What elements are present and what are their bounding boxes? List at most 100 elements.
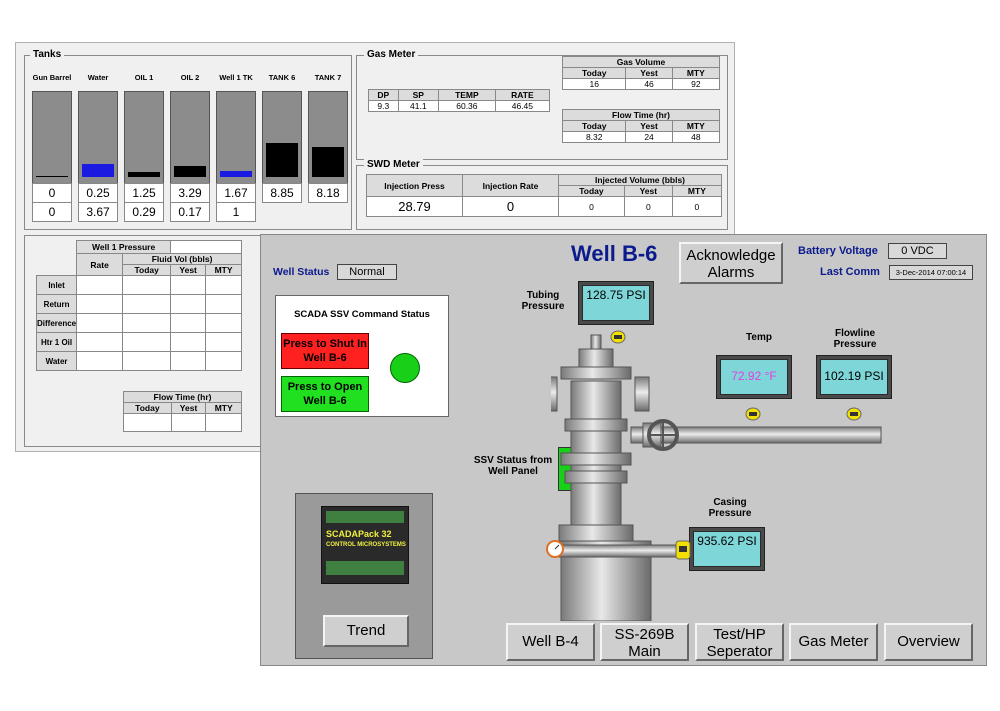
tank-label: Gun Barrel	[32, 73, 72, 82]
temp-value: 72.92 °F	[720, 359, 788, 395]
last-comm-label: Last Comm	[820, 266, 880, 278]
flow-time-value: 24	[625, 131, 673, 143]
injected-yest: 0	[623, 196, 673, 217]
gas-meter-header: TEMP	[438, 89, 496, 101]
gas-volume-title: Gas Volume	[562, 56, 720, 68]
casing-alarm-icon[interactable]	[675, 540, 691, 560]
well1-flow-time-header: Yest	[170, 402, 207, 414]
well1-cell	[122, 275, 172, 295]
injection-rate-value: 0	[462, 196, 559, 217]
well1-cell	[170, 332, 207, 352]
trend-button[interactable]: Trend	[323, 615, 409, 647]
well-status-label: Well Status	[273, 266, 330, 278]
tank-label: Water	[87, 73, 109, 82]
tank-value-1: 1.25	[124, 183, 164, 203]
well1-cell	[170, 313, 207, 333]
gas-meter-header: DP	[368, 89, 399, 101]
well1-cell	[170, 275, 207, 295]
tank-value-2: 1	[216, 202, 256, 222]
well1-cell	[122, 332, 172, 352]
injection-press-value: 28.79	[366, 196, 463, 217]
flow-time-header: Yest	[625, 120, 673, 132]
well-hmi-panel: Well B-6 Acknowledge Alarms Battery Volt…	[260, 234, 987, 666]
fluid-vol-subheader: MTY	[205, 264, 242, 276]
table-row: Water	[35, 351, 242, 371]
tanks-group	[24, 55, 352, 230]
tank-level-fill	[312, 147, 344, 177]
well-status-value: Normal	[337, 264, 397, 280]
ssv-command-box: SCADA SSV Command Status Press to Shut I…	[275, 295, 449, 417]
injection-rate-label: Injection Rate	[462, 174, 559, 197]
pressure-dial-icon	[546, 540, 564, 558]
well1-cell	[76, 332, 124, 352]
tank-value-2: 3.67	[78, 202, 118, 222]
swd-meter-group	[356, 165, 728, 230]
well1-cell	[205, 313, 242, 333]
well1-cell	[76, 313, 124, 333]
flow-time-header: Today	[561, 120, 627, 132]
well1-flow-time-header: Today	[123, 402, 172, 414]
flow-time-value: 48	[671, 131, 721, 143]
tank-value-2: 0.17	[170, 202, 210, 222]
tank-level-fill	[220, 171, 252, 177]
injected-mty: 0	[671, 196, 723, 217]
tank-gauge	[32, 91, 72, 186]
tank-level-fill	[174, 166, 206, 177]
flow-time-header: MTY	[671, 120, 721, 132]
flowline-pressure-gauge: 102.19 PSI	[816, 355, 892, 399]
tank-gauge	[216, 91, 256, 186]
well1-row-label: Water	[35, 351, 78, 371]
tank-gauge	[78, 91, 118, 186]
tanks-title: Tanks	[30, 49, 65, 60]
nav-ss269b-main-button[interactable]: SS-269B Main	[600, 623, 689, 661]
gas-meter-value: 46.45	[494, 100, 551, 112]
flowline-alarm-icon[interactable]	[846, 407, 862, 421]
tank-level-fill	[266, 143, 298, 177]
gas-volume-value: 16	[561, 78, 627, 90]
tubing-pressure-gauge: 128.75 PSI	[578, 281, 654, 325]
fluid-vol-label: Fluid Vol (bbls)	[122, 253, 242, 265]
page-title: Well B-6	[571, 241, 658, 266]
well1-cell	[122, 351, 172, 371]
table-row: Inlet	[35, 275, 242, 295]
nav-overview-button[interactable]: Overview	[884, 623, 973, 661]
last-comm-value: 3-Dec-2014 07:00:14	[889, 265, 973, 280]
temp-alarm-icon[interactable]	[745, 407, 761, 421]
well1-cell	[122, 294, 172, 314]
nav-gas-meter-button[interactable]: Gas Meter	[789, 623, 878, 661]
injection-press-label: Injection Press	[366, 174, 463, 197]
fluid-vol-subheader: Today	[122, 264, 172, 276]
tank-value-1: 0	[32, 183, 72, 203]
open-well-button[interactable]: Press to Open Well B-6	[281, 376, 369, 412]
gas-volume-header: MTY	[671, 67, 721, 79]
tubing-alarm-icon[interactable]	[610, 330, 626, 344]
table-row: Return	[35, 294, 242, 314]
tank-gauge	[170, 91, 210, 186]
shut-in-well-button[interactable]: Press to Shut In Well B-6	[281, 333, 369, 369]
casing-pressure-label: Casing Pressure	[708, 497, 752, 519]
acknowledge-alarms-button[interactable]: Acknowledge Alarms	[679, 242, 783, 284]
tank-label: OIL 2	[180, 73, 200, 82]
tank-level-fill	[36, 176, 68, 177]
well1-flow-time-title: Flow Time (hr)	[123, 391, 242, 403]
well1-cell	[205, 294, 242, 314]
gas-meter-title: Gas Meter	[364, 49, 419, 60]
tank-value-1: 8.18	[308, 183, 348, 203]
tank-gauge	[124, 91, 164, 186]
temp-gauge: 72.92 °F	[716, 355, 792, 399]
gas-volume-value: 46	[625, 78, 673, 90]
flowline-pressure-value: 102.19 PSI	[820, 359, 888, 395]
ssv-status-label: SSV Status from Well Panel	[473, 455, 553, 477]
scadapack-image: SCADAPack 32 CONTROL MICROSYSTEMS	[321, 506, 409, 584]
gas-volume-header: Yest	[625, 67, 673, 79]
nav-test-hp-separator-button[interactable]: Test/HP Seperator	[695, 623, 784, 661]
table-row: Htr 1 Oil	[35, 332, 242, 352]
well1-cell	[76, 294, 124, 314]
injected-volume-header: MTY	[671, 185, 723, 197]
gas-meter-value: 60.36	[438, 100, 496, 112]
casing-side-pipe	[551, 544, 682, 558]
nav-well-b4-button[interactable]: Well B-4	[506, 623, 595, 661]
flow-time-title: Flow Time (hr)	[562, 109, 720, 121]
